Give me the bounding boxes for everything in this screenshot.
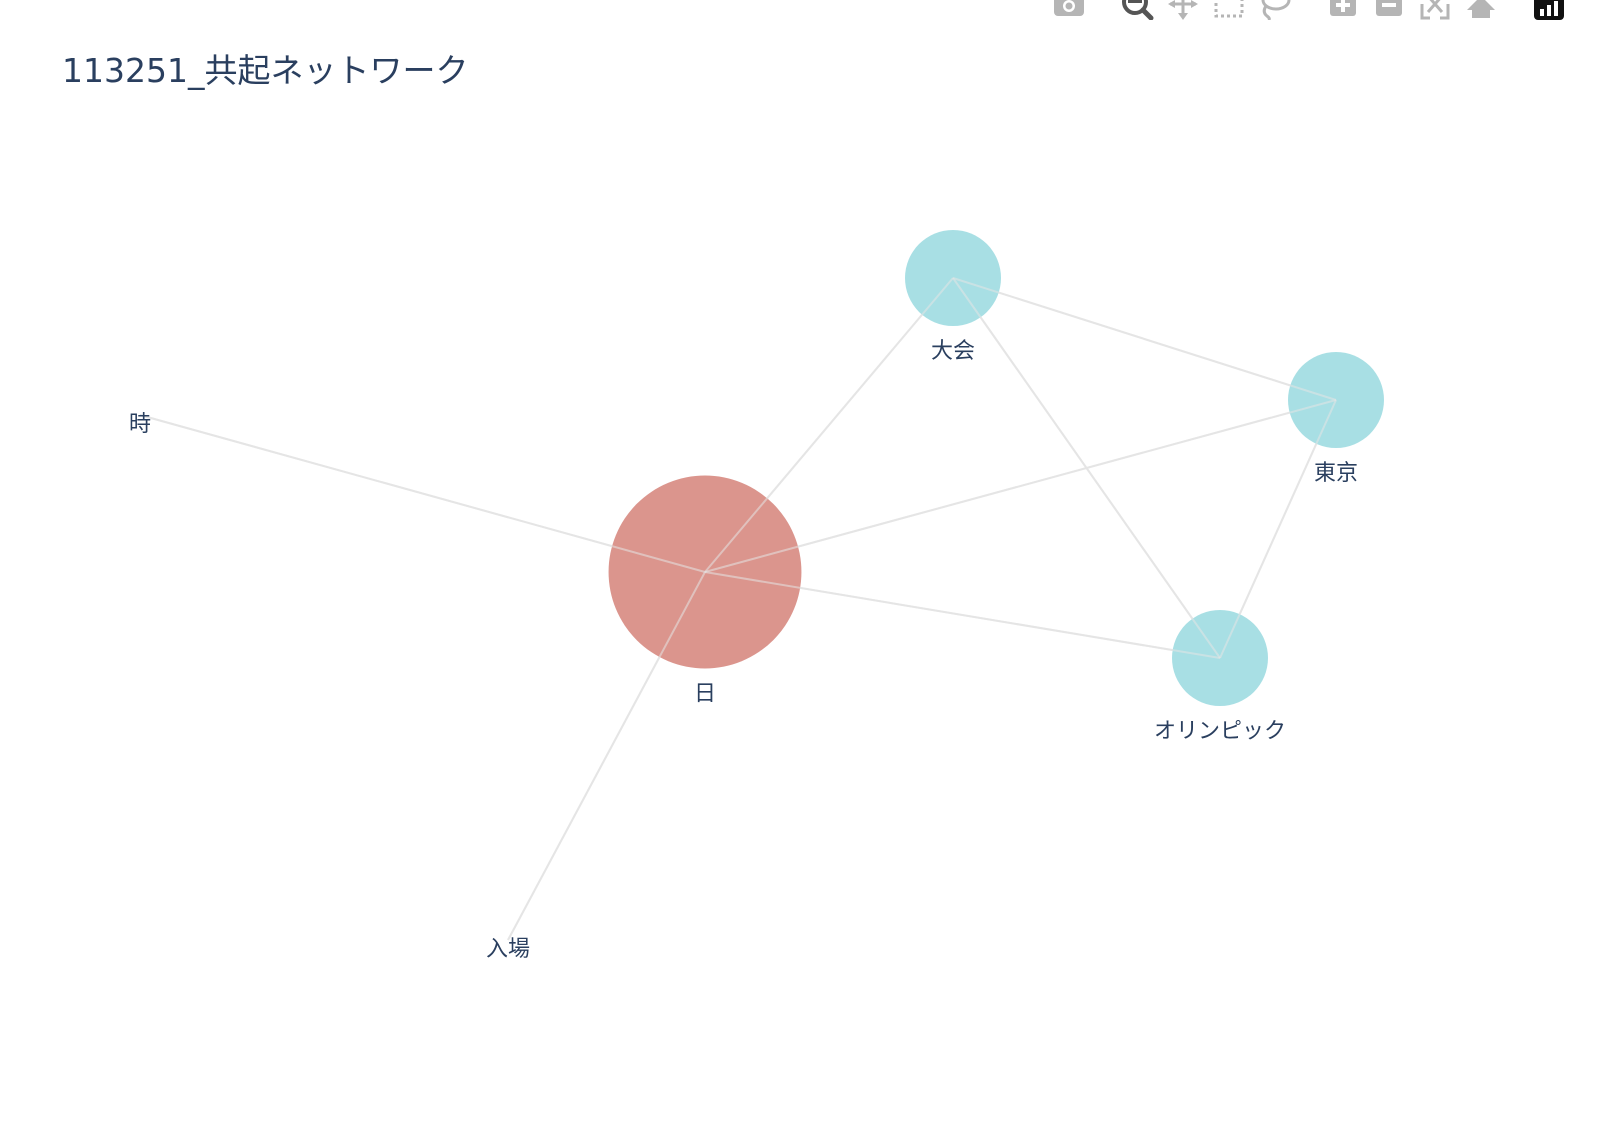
graph-node-label-ji: 時 [129, 412, 151, 437]
box-select-icon[interactable] [1206, 0, 1252, 22]
reset-axes-icon[interactable] [1458, 0, 1504, 22]
modebar-group [1320, 0, 1504, 22]
modebar-group [1526, 0, 1572, 22]
graph-edge-overlay-day-ji [139, 414, 706, 573]
pan-icon[interactable] [1160, 0, 1206, 22]
graph-node-label-olympic: オリンピック [1154, 719, 1286, 744]
zoom-icon[interactable] [1114, 0, 1160, 22]
lasso-select-icon[interactable] [1252, 0, 1298, 22]
graph-edge-overlay-day-olympic [704, 571, 1221, 659]
modebar-group [1046, 0, 1092, 22]
modebar [1024, 0, 1572, 22]
autoscale-icon[interactable] [1412, 0, 1458, 22]
graph-node-label-tokyo: 東京 [1314, 461, 1358, 486]
modebar-group [1114, 0, 1298, 22]
graph-edge-overlay-tokyo-olympic [1219, 399, 1337, 659]
graph-node-label-day: 日 [694, 681, 716, 706]
chart-title: 113251_共起ネットワーク [62, 51, 469, 90]
graph-node-label-taikai: 大会 [931, 339, 975, 364]
graph-edge-overlay-taikai-tokyo [952, 277, 1337, 401]
plotly-logo-icon[interactable] [1526, 0, 1572, 22]
graph-edge-overlay-day-nyujo [507, 571, 706, 941]
graph-edge-overlay-day-taikai [704, 277, 954, 573]
zoom-in-icon[interactable] [1320, 0, 1366, 22]
graph-edge-overlay-day-tokyo [704, 399, 1337, 573]
camera-icon[interactable] [1046, 0, 1092, 22]
graph-edge-overlay-taikai-olympic [952, 277, 1221, 659]
zoom-out-icon[interactable] [1366, 0, 1412, 22]
graph-node-label-nyujo: 入場 [486, 937, 530, 962]
